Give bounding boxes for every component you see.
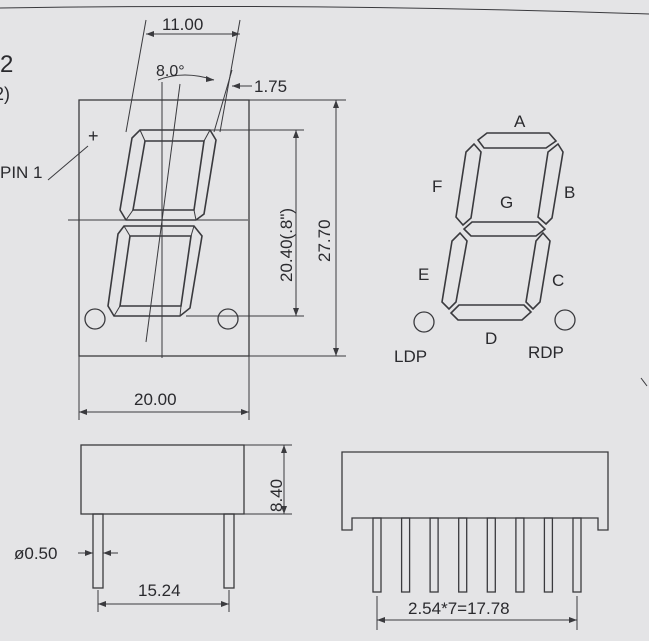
- dim-pin-row-spacing: 15.24: [138, 581, 181, 600]
- rdp-label: RDP: [528, 343, 564, 362]
- front-view: 11.00 8.0° 1.75 20.40(.8") 27.70 20.00 +…: [0, 15, 346, 420]
- ext-top-left: [125, 19, 147, 133]
- dim-total-height: 27.70: [315, 219, 334, 262]
- bottom-view: 2.54*7=17.78: [341, 451, 609, 630]
- bottom-pin: [515, 517, 525, 593]
- bottom-pin: [429, 517, 439, 593]
- seg-c: [525, 231, 551, 311]
- rdp-dot: [554, 309, 576, 331]
- dim-offset-arrow: [232, 83, 240, 89]
- side-pin-right: [223, 513, 235, 589]
- bottom-pin: [372, 517, 382, 593]
- segment-separators: [113, 129, 211, 317]
- seg-f: [455, 142, 482, 227]
- dim-pin-pitch: 2.54*7=17.78: [408, 599, 510, 618]
- pin1-plus: +: [88, 126, 99, 146]
- seg-g: [462, 221, 547, 237]
- seg-label-g: G: [500, 193, 513, 212]
- front-body-outline: [78, 99, 250, 357]
- side-pin-left: [92, 513, 104, 589]
- seg-e: [441, 231, 468, 311]
- dim-angle: 8.0°: [156, 63, 185, 80]
- ext-offset: [213, 69, 233, 133]
- header-partial-paren: 2): [0, 84, 10, 104]
- paper-edge: [0, 5, 649, 15]
- ldp-dot: [413, 311, 435, 333]
- seg-label-f: F: [432, 177, 442, 196]
- slant-centerline: [145, 83, 181, 343]
- pin1-leader: [47, 145, 89, 181]
- dim-pin-diameter: ø0.50: [14, 544, 57, 563]
- seg-label-a: A: [514, 112, 526, 131]
- ldp-label: LDP: [394, 347, 427, 366]
- header-partial-number: 2: [0, 51, 13, 78]
- pin1-label: PIN 1: [0, 163, 43, 182]
- seg-d: [449, 304, 533, 321]
- front-left-dp: [84, 308, 106, 330]
- seg-label-e: E: [418, 265, 429, 284]
- bottom-pin: [543, 517, 554, 593]
- seg-b: [537, 142, 564, 226]
- seg-label-b: B: [564, 183, 575, 202]
- bottom-pin: [572, 517, 582, 593]
- side-view: 8.40 ø0.50 15.24: [14, 444, 292, 612]
- stray-mark: [640, 377, 648, 387]
- bottom-body: [341, 451, 609, 531]
- dim-050-arrow-right: [103, 550, 111, 556]
- seg-label-c: C: [552, 271, 564, 290]
- dim-digit-height: 20.40(.8"): [277, 208, 296, 282]
- dim-840-arrows: [281, 445, 287, 514]
- seg-a: [476, 132, 558, 149]
- dim-offset: 1.75: [254, 77, 287, 96]
- bottom-pin: [486, 517, 496, 593]
- bottom-pin-row: [372, 517, 582, 593]
- dim-050-arrow-left: [85, 550, 93, 556]
- dim-body-width: 20.00: [134, 390, 177, 409]
- digit-upper-inner: [132, 140, 205, 211]
- front-right-dp: [217, 308, 239, 330]
- segment-map: A B F G E C D LDP RDP: [394, 112, 576, 366]
- dim-angle-arrow: [206, 76, 214, 82]
- bottom-pin: [400, 517, 411, 593]
- bottom-pin: [458, 517, 468, 593]
- side-body: [80, 444, 245, 515]
- dim-top-width: 11.00: [162, 15, 203, 34]
- dim-body-thickness: 8.40: [267, 479, 286, 512]
- seg-label-d: D: [485, 329, 497, 348]
